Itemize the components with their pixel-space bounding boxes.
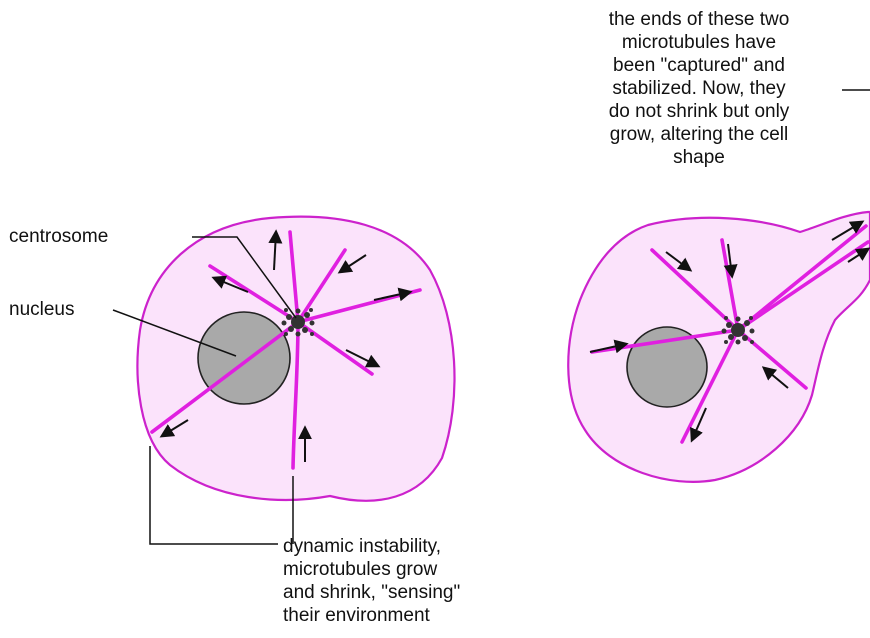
dynamic-instability-line: their environment [283,604,460,627]
left-nucleus [198,312,290,404]
captured-line: grow, altering the cell [556,123,842,146]
captured-line: do not shrink but only [556,100,842,123]
captured-microtubules-label: the ends of these two microtubules have … [556,8,842,169]
captured-line: the ends of these two [556,8,842,31]
dynamic-instability-line: and shrink, "sensing" [283,581,460,604]
right-cell [568,212,870,482]
captured-line: stabilized. Now, they [556,77,842,100]
captured-line: microtubules have [556,31,842,54]
dynamic-instability-line: dynamic instability, [283,535,460,558]
captured-line: been "captured" and [556,54,842,77]
nucleus-label: nucleus [9,298,75,321]
dynamic-instability-line: microtubules grow [283,558,460,581]
left-cell [138,217,455,501]
centrosome-label: centrosome [9,225,108,248]
captured-line: shape [556,146,842,169]
dynamic-instability-label: dynamic instability, microtubules grow a… [283,535,460,627]
